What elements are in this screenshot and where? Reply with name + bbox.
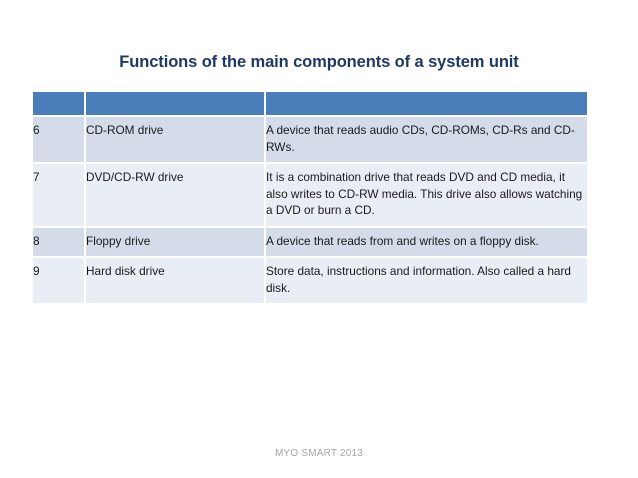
table-body: 6 CD-ROM drive A device that reads audio… xyxy=(33,117,587,303)
table-header xyxy=(33,92,587,117)
table-row: 8 Floppy drive A device that reads from … xyxy=(33,227,587,258)
table-header-cell-component xyxy=(86,92,266,117)
table-header-cell-function xyxy=(266,92,587,117)
table-cell-function: It is a combination drive that reads DVD… xyxy=(266,164,587,228)
components-table: 6 CD-ROM drive A device that reads audio… xyxy=(33,92,587,303)
table-cell-number: 8 xyxy=(33,227,86,258)
table-cell-function: A device that reads from and writes on a… xyxy=(266,227,587,258)
page-title: Functions of the main components of a sy… xyxy=(119,53,519,71)
table-cell-number: 7 xyxy=(33,164,86,228)
table-cell-number: 9 xyxy=(33,258,86,303)
table-cell-component: Hard disk drive xyxy=(86,258,266,303)
table-cell-component: DVD/CD-RW drive xyxy=(86,164,266,228)
table-cell-number: 6 xyxy=(33,117,86,164)
table-cell-component: CD-ROM drive xyxy=(86,117,266,164)
slide-footer-text: MYO SMART 2013 xyxy=(274,448,364,459)
table-header-cell-number xyxy=(33,92,86,117)
table-cell-function: A device that reads audio CDs, CD-ROMs, … xyxy=(266,117,587,164)
table-row: 7 DVD/CD-RW drive It is a combination dr… xyxy=(33,164,587,228)
table-cell-component: Floppy drive xyxy=(86,227,266,258)
table-cell-function: Store data, instructions and information… xyxy=(266,258,587,303)
table-header-row xyxy=(33,92,587,117)
components-table-container: 6 CD-ROM drive A device that reads audio… xyxy=(33,92,587,303)
table-row: 6 CD-ROM drive A device that reads audio… xyxy=(33,117,587,164)
table-row: 9 Hard disk drive Store data, instructio… xyxy=(33,258,587,303)
